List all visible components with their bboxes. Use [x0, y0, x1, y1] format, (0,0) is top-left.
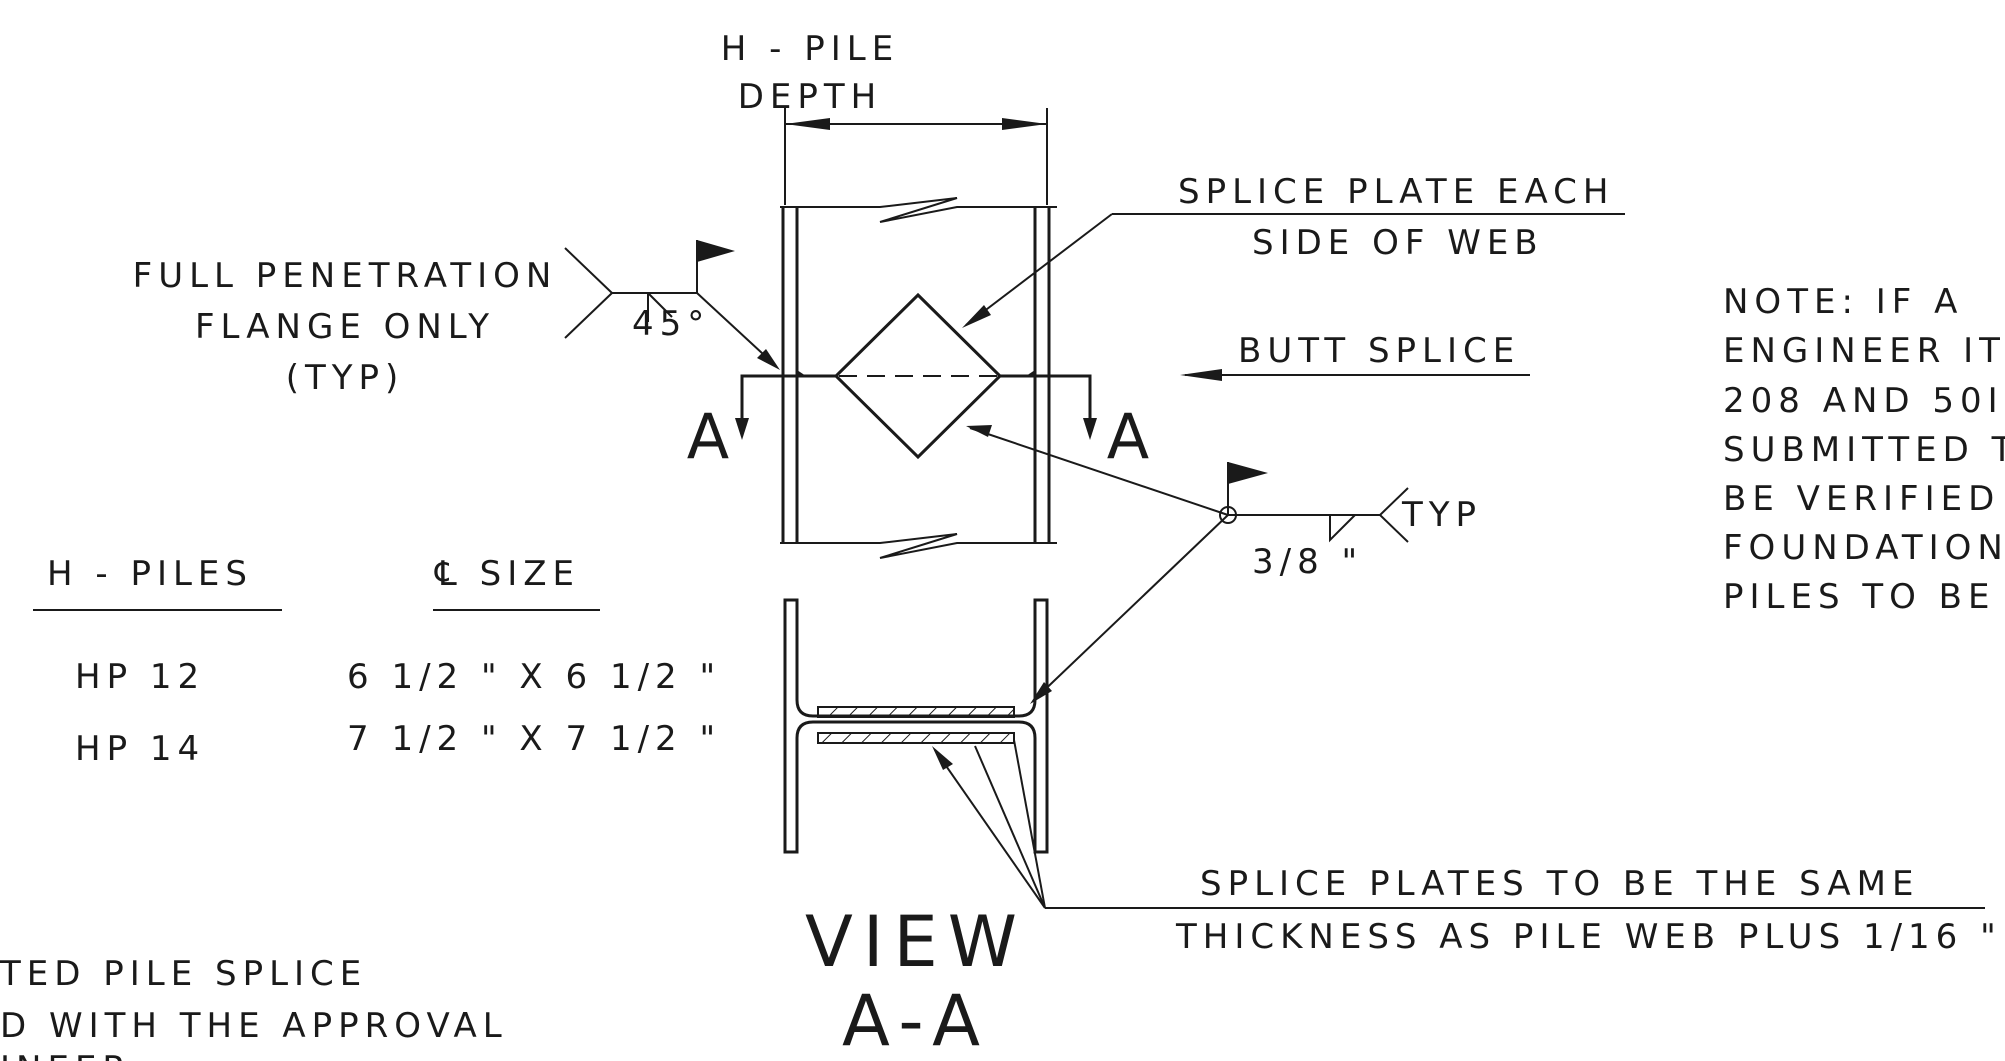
- note-line: D WITH THE APPROVAL: [0, 1006, 508, 1046]
- leader-fillet-to-section: [1033, 514, 1229, 701]
- weld-tail-upper: [564, 247, 613, 294]
- break-line-top: [780, 197, 1057, 223]
- table-row-size: 6 1/2 " X 6 1/2 ": [347, 657, 721, 697]
- note-line: INEER: [0, 1049, 132, 1061]
- view-title-line1: VIEW: [805, 901, 1027, 983]
- leader-thickness-b: [974, 745, 1046, 909]
- pile-elevation: [780, 197, 1057, 559]
- splice-plate-bottom: [817, 732, 1015, 744]
- pile-size-table: H - PILES ℄ SIZE HP 12 6 1/2 " X 6 1/2 "…: [33, 554, 721, 769]
- callout-splice-plate: SPLICE PLATE EACH SIDE OF WEB: [962, 172, 1625, 328]
- full-penetration-line1: FULL PENETRATION: [133, 256, 558, 296]
- note-right: NOTE: IF A ENGINEER IT 208 AND 50I SUBMI…: [1723, 282, 2005, 617]
- splice-plate-line2: SIDE OF WEB: [1252, 223, 1544, 263]
- plate-thickness-line2: THICKNESS AS PILE WEB PLUS 1/16 ": [1175, 917, 2002, 957]
- leader-fillet-to-diamond: [969, 427, 1229, 516]
- weld-tail-lower: [564, 292, 613, 339]
- dimension-arrow-right: [1002, 118, 1047, 130]
- view-title-line2: A-A: [842, 980, 990, 1061]
- section-cut-marks: A A: [687, 374, 1149, 473]
- section-view-a-a: VIEW A-A: [783, 598, 1049, 1061]
- callout-fillet-weld: 3/8 " TYP: [966, 425, 1482, 704]
- fillet-field-flag-icon: [1228, 462, 1268, 484]
- note-line: PILES TO BE: [1723, 577, 1996, 617]
- note-line: 208 AND 50I: [1723, 381, 2004, 421]
- table-header-plate-size: ℄ SIZE: [434, 554, 580, 594]
- plate-thickness-line1: SPLICE PLATES TO BE THE SAME: [1200, 864, 1919, 904]
- section-cut-right: [1022, 374, 1092, 428]
- callout-butt-splice: BUTT SPLICE: [1180, 331, 1530, 381]
- note-line: SUBMITTED T: [1723, 430, 2005, 470]
- section-mark-right: A: [1107, 400, 1149, 473]
- fillet-tail: [1378, 487, 1409, 543]
- note-line: ENGINEER IT: [1723, 331, 2005, 371]
- splice-plate-top: [817, 706, 1015, 718]
- dimension-arrow-left: [785, 118, 830, 130]
- note-line: BE VERIFIED: [1723, 479, 2000, 519]
- leader-thickness-a: [934, 749, 1046, 909]
- leader-splice-plate: [965, 213, 1113, 326]
- note-bottom-left: TED PILE SPLICE D WITH THE APPROVAL INEE…: [0, 954, 508, 1061]
- note-line: NOTE: IF A: [1723, 282, 1963, 322]
- fillet-symbol: [1329, 514, 1356, 543]
- fillet-size-label: 3/8 ": [1252, 542, 1363, 582]
- note-line: TED PILE SPLICE: [0, 954, 367, 994]
- splice-plate-line1: SPLICE PLATE EACH: [1178, 172, 1614, 212]
- section-cut-left: [740, 374, 810, 428]
- splice-plate-diamond: [833, 292, 1003, 460]
- table-row-pile: HP 12: [75, 657, 205, 697]
- bevel-symbol: [647, 292, 673, 318]
- callout-plate-thickness: SPLICE PLATES TO BE THE SAME THICKNESS A…: [932, 739, 2002, 957]
- break-line-bottom: [780, 533, 1057, 559]
- full-penetration-line2: FLANGE ONLY: [195, 307, 495, 347]
- leader-thickness-c: [1013, 739, 1046, 909]
- butt-splice-label: BUTT SPLICE: [1238, 331, 1520, 371]
- table-row-pile: HP 14: [75, 729, 205, 769]
- depth-dimension: H - PILE DEPTH: [721, 29, 1048, 205]
- h-pile-section: [783, 598, 1049, 854]
- weld-angle-label: 45°: [632, 304, 710, 344]
- section-mark-left: A: [687, 400, 729, 473]
- full-penetration-line3: (TYP): [286, 358, 405, 398]
- table-header-piles: H - PILES: [47, 554, 253, 594]
- dimension-label-line1: H - PILE: [721, 29, 899, 69]
- note-line: FOUNDATION: [1723, 528, 2005, 568]
- fillet-typ-label: TYP: [1401, 495, 1482, 535]
- field-weld-flag-icon: [697, 240, 735, 262]
- dimension-label-line2: DEPTH: [738, 77, 883, 117]
- callout-full-penetration: FULL PENETRATION FLANGE ONLY (TYP) 45°: [133, 240, 780, 398]
- table-row-size: 7 1/2 " X 7 1/2 ": [347, 719, 721, 759]
